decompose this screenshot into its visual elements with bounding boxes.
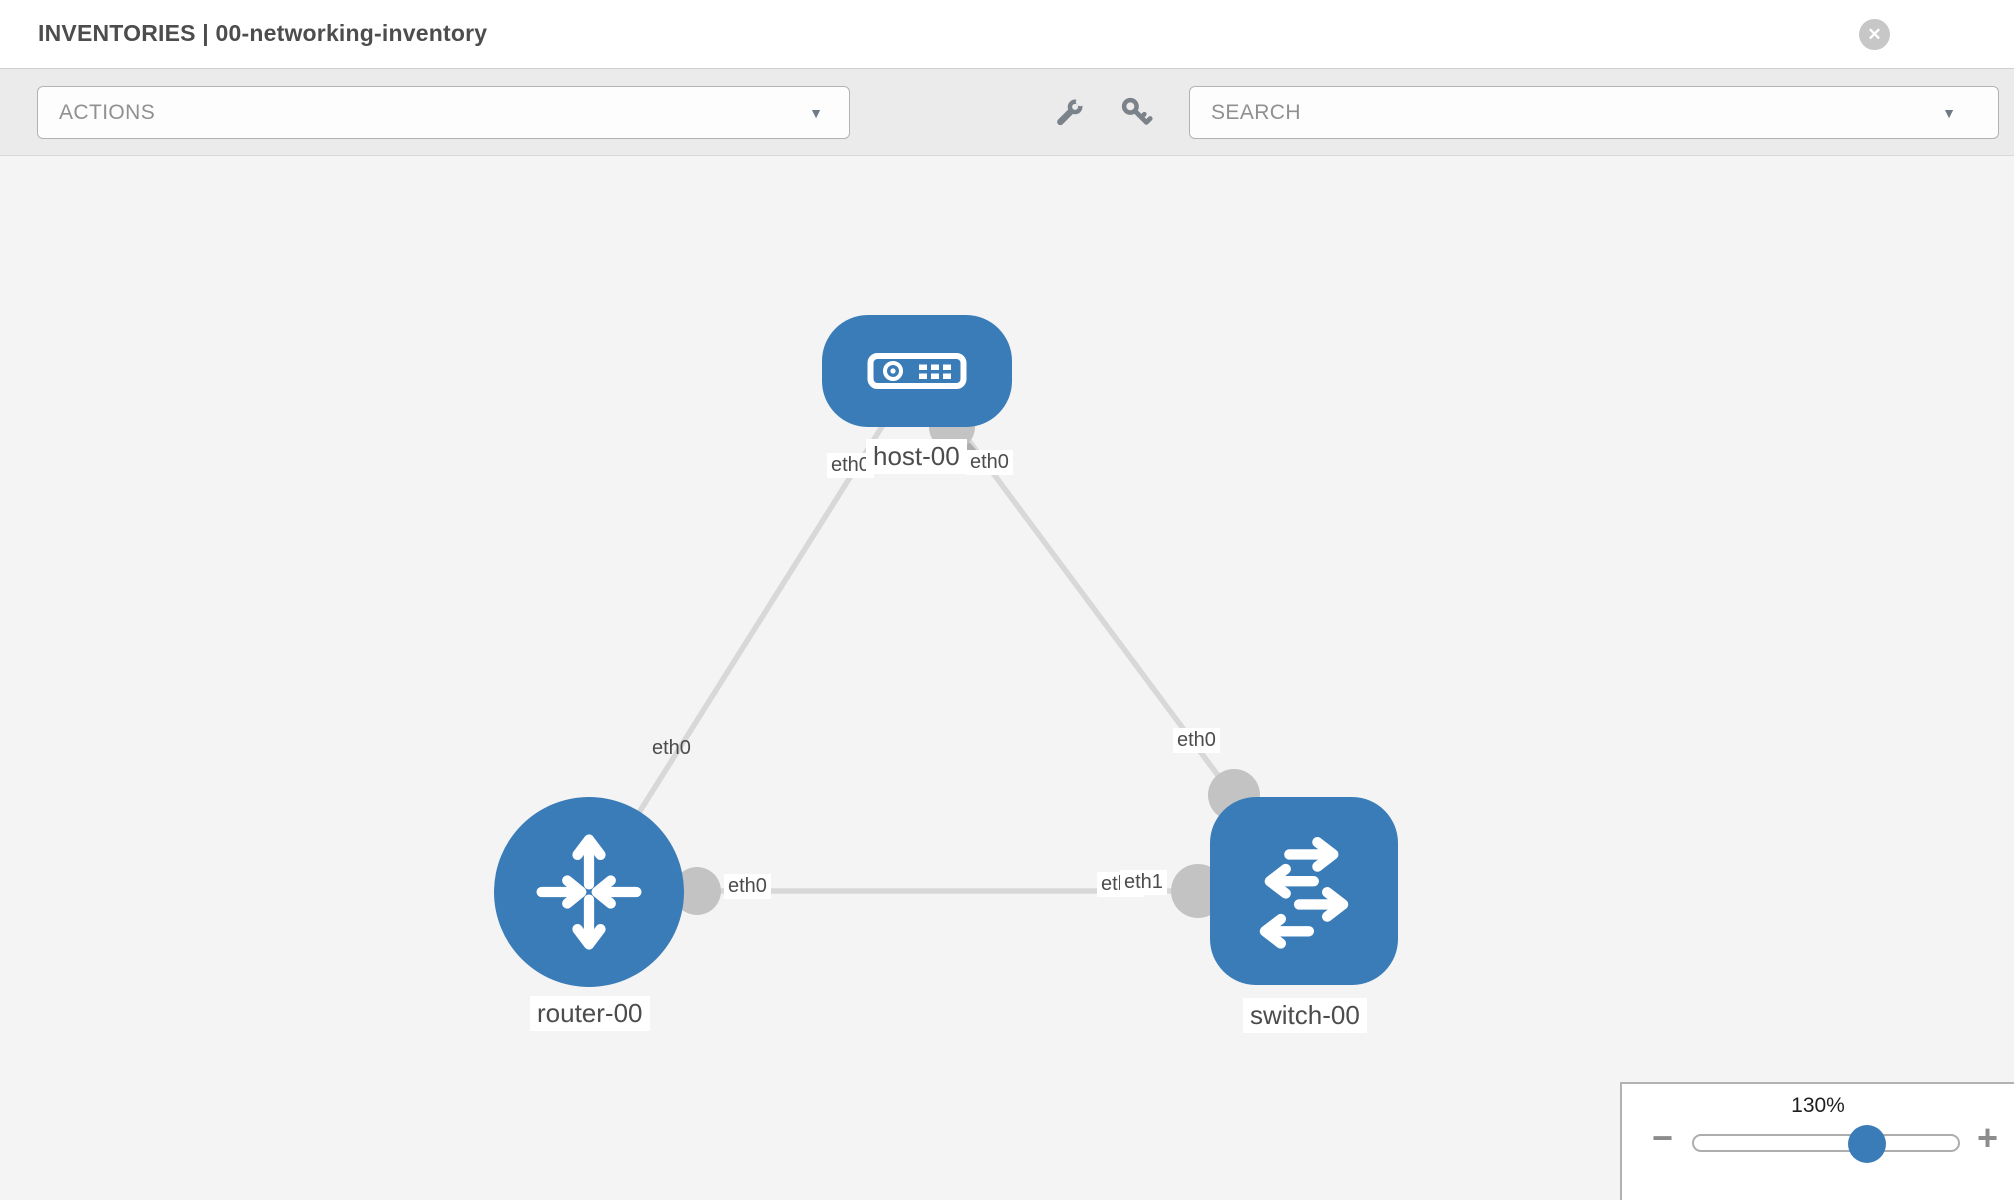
actions-dropdown-label: ACTIONS	[59, 100, 156, 124]
header: INVENTORIES | 00-networking-inventory ✕	[0, 0, 2014, 69]
interface-label: eth1	[1120, 870, 1167, 895]
zoom-slider-track[interactable]	[1692, 1125, 1960, 1163]
router-icon	[536, 834, 642, 950]
actions-dropdown[interactable]: ACTIONS ▼	[37, 86, 850, 139]
credentials-button[interactable]	[1112, 88, 1160, 136]
search-dropdown-label: SEARCH	[1211, 100, 1301, 124]
search-dropdown[interactable]: SEARCH ▼	[1189, 86, 1999, 139]
toolbar: ACTIONS ▼ SEARCH ▼	[0, 69, 2014, 156]
zoom-in-button[interactable]: +	[1976, 1117, 1998, 1158]
node-host-00[interactable]	[822, 315, 1012, 427]
port-dot-router-eth0	[673, 867, 721, 915]
zoom-out-button[interactable]: −	[1652, 1117, 1674, 1158]
interface-label: eth0	[724, 874, 771, 899]
zoom-percentage: 130%	[1791, 1094, 1845, 1117]
host-icon	[867, 353, 967, 389]
node-label-host: host-00	[866, 439, 967, 474]
close-icon[interactable]: ✕	[1859, 19, 1890, 50]
topology-canvas[interactable]: host-00 router-00 switch-00 eth0 eth0 et…	[0, 156, 2014, 1200]
page-title: INVENTORIES | 00-networking-inventory	[38, 20, 488, 46]
zoom-slider-thumb[interactable]	[1848, 1125, 1886, 1163]
interface-label: eth0	[966, 450, 1013, 475]
switch-icon	[1259, 837, 1349, 949]
node-label-switch: switch-00	[1243, 998, 1367, 1033]
key-icon	[1121, 97, 1153, 125]
topology-links-layer	[586, 369, 1307, 918]
node-router-00[interactable]	[494, 797, 684, 987]
chevron-down-icon: ▼	[1942, 105, 1956, 121]
node-switch-00[interactable]	[1210, 797, 1398, 985]
wrench-icon	[1057, 97, 1085, 126]
node-label-router: router-00	[530, 996, 650, 1031]
chevron-down-icon: ▼	[809, 105, 823, 121]
tools-button[interactable]	[1046, 88, 1094, 136]
zoom-control-panel: 130% − +	[1620, 1082, 2014, 1200]
interface-label: eth0	[1173, 728, 1220, 753]
interface-label: eth0	[652, 737, 691, 759]
